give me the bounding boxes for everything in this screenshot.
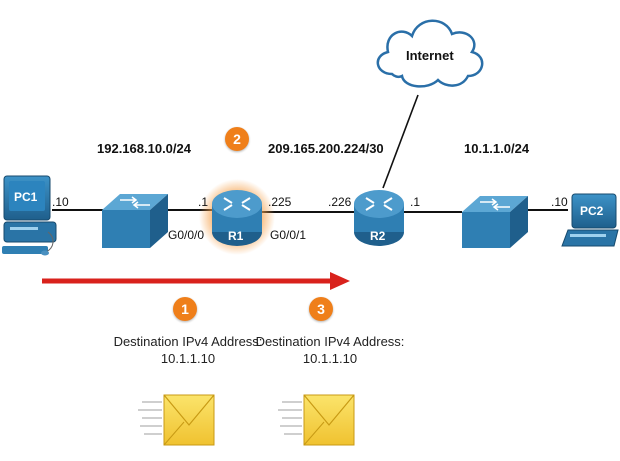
pc2-laptop-icon <box>561 193 619 247</box>
packet-info-1-address: 10.1.1.10 <box>160 351 216 366</box>
packet-envelope-icon-1 <box>138 394 215 446</box>
packet-info-2: Destination IPv4 Address: 10.1.1.10 <box>248 333 412 367</box>
step-badge-1: 1 <box>173 297 197 321</box>
link-r2-internet <box>382 94 419 189</box>
packet-info-2-title: Destination IPv4 Address: <box>255 334 405 349</box>
packet-direction-arrow <box>42 272 350 290</box>
interface-r1-left: G0/0/0 <box>168 228 205 242</box>
packet-info-1-title: Destination IPv4 Address: <box>113 334 263 349</box>
address-r2-left: .226 <box>328 195 352 209</box>
address-r2-right: .1 <box>410 195 421 209</box>
switch2-icon <box>462 196 528 248</box>
pc2-label: PC2 <box>580 204 604 218</box>
address-r1-right: .225 <box>268 195 292 209</box>
network-label-right: 10.1.1.0/24 <box>464 141 530 156</box>
internet-cloud-icon <box>376 19 484 88</box>
step-badge-3: 3 <box>309 297 333 321</box>
pc1-label: PC1 <box>14 190 38 204</box>
address-pc1: .10 <box>52 195 69 209</box>
step-badge-2: 2 <box>225 127 249 151</box>
address-r1-left: .1 <box>198 195 209 209</box>
address-pc2: .10 <box>551 195 568 209</box>
packet-info-2-address: 10.1.1.10 <box>302 351 358 366</box>
interface-r1-right: G0/0/1 <box>270 228 307 242</box>
packet-info-1: Destination IPv4 Address: 10.1.1.10 <box>106 333 270 367</box>
switch1-icon <box>102 194 168 248</box>
router-r2-icon <box>354 190 404 246</box>
router-r1-icon <box>199 179 275 255</box>
internet-label: Internet <box>406 48 454 63</box>
r1-label: R1 <box>228 229 244 243</box>
network-label-middle: 209.165.200.224/30 <box>268 141 384 156</box>
network-label-left: 192.168.10.0/24 <box>97 141 191 156</box>
r2-label: R2 <box>370 229 386 243</box>
packet-envelope-icon-2 <box>278 394 355 446</box>
pc1-icon <box>2 175 57 256</box>
